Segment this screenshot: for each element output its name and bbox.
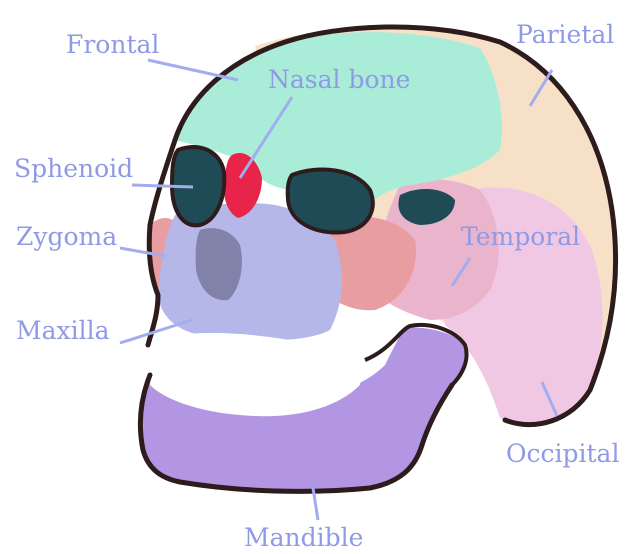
label-occipital: Occipital: [506, 441, 619, 466]
sphenoid-leader: [132, 185, 193, 187]
label-maxilla: Maxilla: [16, 318, 110, 343]
label-mandible: Mandible: [244, 525, 363, 550]
label-sphenoid: Sphenoid: [14, 156, 133, 181]
label-nasal-bone: Nasal bone: [268, 67, 410, 92]
label-frontal: Frontal: [66, 32, 159, 57]
label-zygoma: Zygoma: [16, 224, 117, 249]
label-parietal: Parietal: [516, 22, 614, 47]
label-temporal: Temporal: [461, 224, 580, 249]
